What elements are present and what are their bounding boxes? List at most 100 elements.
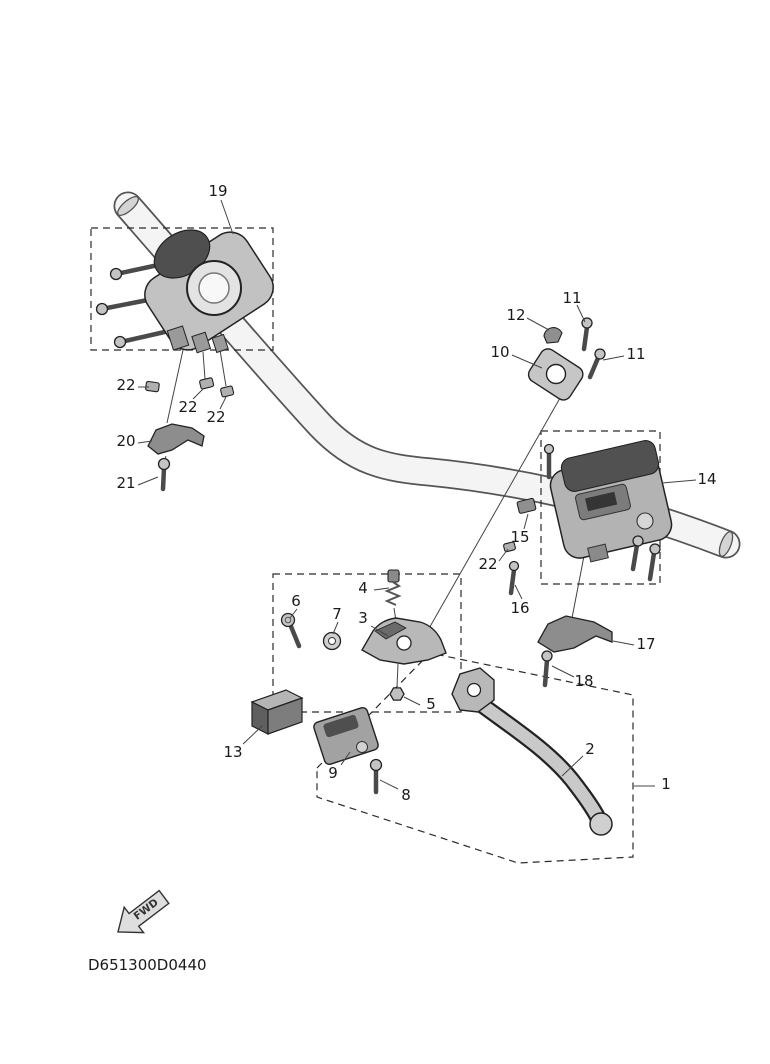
wire-holder <box>516 497 537 514</box>
callout-15: 15 <box>510 528 529 546</box>
screw-head <box>113 335 127 349</box>
plug <box>220 385 235 398</box>
plug <box>145 380 160 393</box>
leader-4 <box>373 587 390 591</box>
leader-17 <box>612 640 635 646</box>
fwd-arrow-icon: FWD <box>117 889 170 934</box>
assembly-line <box>219 349 227 387</box>
screw-shaft <box>630 542 640 572</box>
leader-16 <box>514 584 523 600</box>
assembly-line <box>396 663 399 688</box>
screw-head <box>508 560 520 572</box>
callout-6: 6 <box>291 592 301 610</box>
switch-top <box>323 714 359 738</box>
nut-body <box>389 687 405 701</box>
callout-3: 3 <box>358 609 368 627</box>
switch-body <box>313 707 379 765</box>
damper-block <box>250 689 304 735</box>
switch-plunger <box>356 741 368 753</box>
assembly-line <box>418 397 561 647</box>
switch-knob <box>636 512 654 530</box>
assembly-line <box>166 349 184 424</box>
lever-pivot-bore <box>466 682 482 698</box>
spring-coil <box>384 581 402 606</box>
bracket-screw-left <box>157 457 171 492</box>
leader-22b <box>192 388 204 400</box>
fwd-arrow-shape <box>117 889 170 934</box>
holder-screw <box>508 560 520 596</box>
switch-connector <box>191 331 212 354</box>
screw-head <box>632 535 644 547</box>
bolt-head <box>594 348 606 360</box>
callout-5: 5 <box>426 695 436 713</box>
callout-7: 7 <box>332 605 342 623</box>
stop-switch <box>313 707 379 765</box>
callout-22b: 22 <box>178 398 197 416</box>
callout-10: 10 <box>490 343 509 361</box>
clamp-bolts <box>581 317 606 380</box>
callout-9: 9 <box>328 764 338 782</box>
screw-head <box>369 758 383 772</box>
lever-blade <box>471 695 605 825</box>
switch-bracket-right <box>537 615 613 653</box>
callout-13: 13 <box>223 743 242 761</box>
leader-2 <box>561 755 584 777</box>
callouts: 19 12 11 10 11 22 22 22 20 21 14 15 22 1… <box>116 182 716 804</box>
leader-8 <box>379 779 399 790</box>
leader-22d <box>498 548 509 562</box>
leader-18 <box>551 665 575 678</box>
bracket-screw-right <box>541 650 553 688</box>
screw-shaft <box>542 657 550 688</box>
bolt-head-mark <box>284 616 292 624</box>
damper-side <box>267 697 303 735</box>
holder-bolt <box>280 612 302 649</box>
leader-3 <box>370 625 389 637</box>
assembly-line <box>571 555 585 619</box>
leader-5 <box>403 696 421 706</box>
bolt-shaft <box>587 355 601 380</box>
handlebar-end-left <box>117 196 139 216</box>
bracket-body <box>147 423 205 455</box>
callout-22d: 22 <box>478 555 497 573</box>
leader-13 <box>242 725 263 745</box>
leader-7 <box>332 621 339 635</box>
leader-10 <box>511 354 543 369</box>
leader-6 <box>289 608 298 619</box>
screw-shaft <box>647 550 657 582</box>
bolt-shaft <box>581 324 590 352</box>
callout-2: 2 <box>585 740 595 758</box>
holder-bore <box>396 635 412 651</box>
screw-head <box>109 267 123 281</box>
callout-16: 16 <box>510 599 529 617</box>
cap-body <box>543 327 563 344</box>
callout-20: 20 <box>116 432 135 450</box>
clamp-cap <box>543 327 563 344</box>
screw-head <box>95 302 109 316</box>
leader-22c <box>219 396 227 410</box>
callout-12: 12 <box>506 306 525 324</box>
diagram-code: D651300D0440 <box>88 956 207 974</box>
right-switch-screws <box>543 443 661 582</box>
screw-head <box>649 543 661 555</box>
holder-nut <box>389 687 405 701</box>
washer <box>322 631 342 651</box>
switch-connector <box>587 543 609 563</box>
callout-19: 19 <box>208 182 227 200</box>
holder-body <box>516 497 537 514</box>
plug-right <box>503 541 516 553</box>
callout-14: 14 <box>697 470 716 488</box>
holder-detail <box>374 621 407 640</box>
leader-lines <box>137 199 697 790</box>
assembly-line <box>202 351 206 380</box>
leader-20 <box>137 440 153 444</box>
plug <box>503 541 516 553</box>
callout-11b: 11 <box>626 345 645 363</box>
handlebar-end-right <box>718 531 734 557</box>
left-handle-switch <box>144 229 274 354</box>
washer-bore <box>328 637 336 645</box>
callout-1: 1 <box>661 775 671 793</box>
adjuster-spring <box>384 569 402 606</box>
callout-11a: 11 <box>562 289 581 307</box>
switch-connector <box>166 325 190 351</box>
